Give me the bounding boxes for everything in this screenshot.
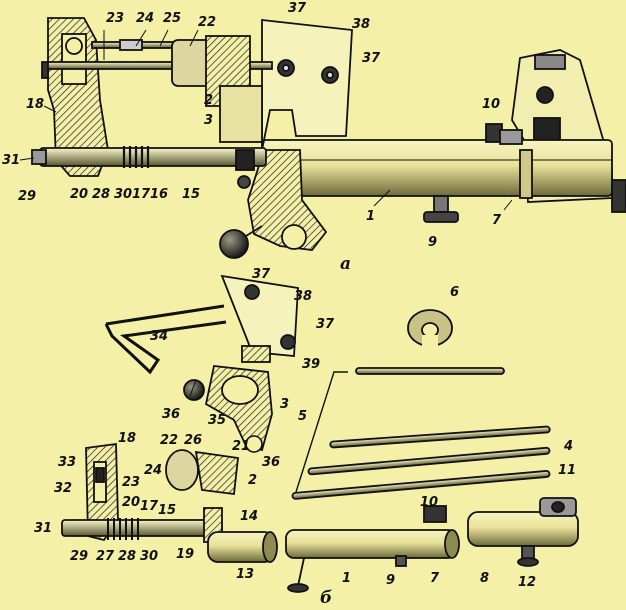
bracket-3	[247, 149, 328, 251]
label-32-bot: 32	[54, 481, 73, 496]
spring-16	[122, 146, 150, 168]
label-23-top: 23	[106, 11, 125, 26]
exploded-view	[61, 274, 579, 593]
label-34-bot: 34	[150, 329, 169, 344]
label-5-bot: 5	[298, 409, 308, 424]
ring-6	[407, 309, 453, 349]
label-20-top: 20	[70, 187, 89, 202]
tube-1	[285, 529, 457, 559]
label-10-top: 10	[482, 97, 501, 112]
label-24-top: 24	[136, 11, 155, 26]
label-4-bot: 4	[564, 439, 574, 454]
label-18-bot: 18	[118, 431, 137, 446]
label-36-bot-b: 36	[262, 455, 281, 470]
label-37-bot-a: 37	[252, 267, 271, 282]
label-1-bot: 1	[342, 571, 352, 586]
label-18-top: 18	[26, 97, 45, 112]
leader-lines	[19, 29, 513, 397]
guide-rod-exploded	[61, 519, 223, 537]
bracket-2	[219, 85, 263, 143]
label-20-bot: 20	[122, 495, 141, 510]
bracket-2-exploded	[194, 450, 239, 496]
label-26-bot: 26	[184, 433, 203, 448]
label-35-bot: 35	[208, 413, 227, 428]
guide-rod-15	[39, 147, 267, 167]
rod-4-c	[291, 470, 551, 500]
label-29-top: 29	[18, 189, 37, 204]
label-29-bot: 29	[70, 549, 89, 564]
label-23-bot: 23	[122, 475, 141, 490]
label-37-bot-b: 37	[316, 317, 335, 332]
rod-4-b	[307, 446, 551, 476]
label-2-bot: 2	[248, 473, 258, 488]
plate-38	[261, 18, 353, 151]
label-38-bot: 38	[294, 289, 313, 304]
label-7-bot: 7	[430, 571, 440, 586]
frame-34	[104, 304, 227, 375]
assembled-view	[31, 17, 626, 259]
label-12-bot: 12	[518, 575, 537, 590]
label-17-bot: 17	[140, 499, 159, 514]
block-22-exploded	[165, 449, 199, 491]
caption-a: а	[340, 254, 352, 274]
rod-4-a	[329, 425, 551, 449]
label-3-top: 3	[204, 113, 214, 128]
label-21-bot: 21	[232, 439, 251, 454]
rod-5	[355, 367, 505, 375]
label-30-bot: 30	[140, 549, 159, 564]
barrel-1	[261, 139, 613, 197]
label-6-bot: 6	[450, 285, 460, 300]
tube-8	[467, 511, 579, 547]
label-36-bot-a: 36	[162, 407, 181, 422]
label-30-top: 30	[114, 187, 133, 202]
label-33-bot: 33	[58, 455, 77, 470]
label-2-top: 2	[204, 93, 214, 108]
label-31-bot: 31	[34, 521, 53, 536]
label-17-top: 17	[132, 187, 151, 202]
label-27-bot: 27	[96, 549, 115, 564]
label-9-top: 9	[428, 235, 438, 250]
label-15-bot: 15	[158, 503, 177, 518]
label-7-top: 7	[492, 213, 502, 228]
label-28-bot: 28	[118, 549, 137, 564]
label-39-bot: 39	[302, 357, 321, 372]
label-22-bot: 22	[160, 433, 179, 448]
knob-ball	[219, 229, 249, 259]
label-10-bot: 10	[420, 495, 439, 510]
label-38-top: 38	[352, 17, 371, 32]
label-11-bot: 11	[558, 463, 577, 478]
caption-b: б	[320, 588, 333, 608]
label-19-bot: 19	[176, 547, 195, 562]
label-24-bot: 24	[144, 463, 163, 478]
label-22-top: 22	[198, 15, 217, 30]
label-37-top-b: 37	[362, 51, 381, 66]
label-15-top: 15	[182, 187, 201, 202]
label-13-bot: 13	[236, 567, 255, 582]
label-1-top: 1	[366, 209, 376, 224]
label-9-bot: 9	[386, 573, 396, 588]
label-3-bot: 3	[280, 397, 290, 412]
label-28-top: 28	[92, 187, 111, 202]
spring-exploded	[107, 518, 139, 540]
label-8-bot: 8	[480, 571, 490, 586]
label-31-top: 31	[2, 153, 21, 168]
label-25-top: 25	[163, 11, 182, 26]
plate-38-exploded	[220, 274, 299, 357]
label-16-top: 16	[150, 187, 169, 202]
label-37-top-a: 37	[288, 1, 307, 16]
label-14-bot: 14	[240, 509, 259, 524]
